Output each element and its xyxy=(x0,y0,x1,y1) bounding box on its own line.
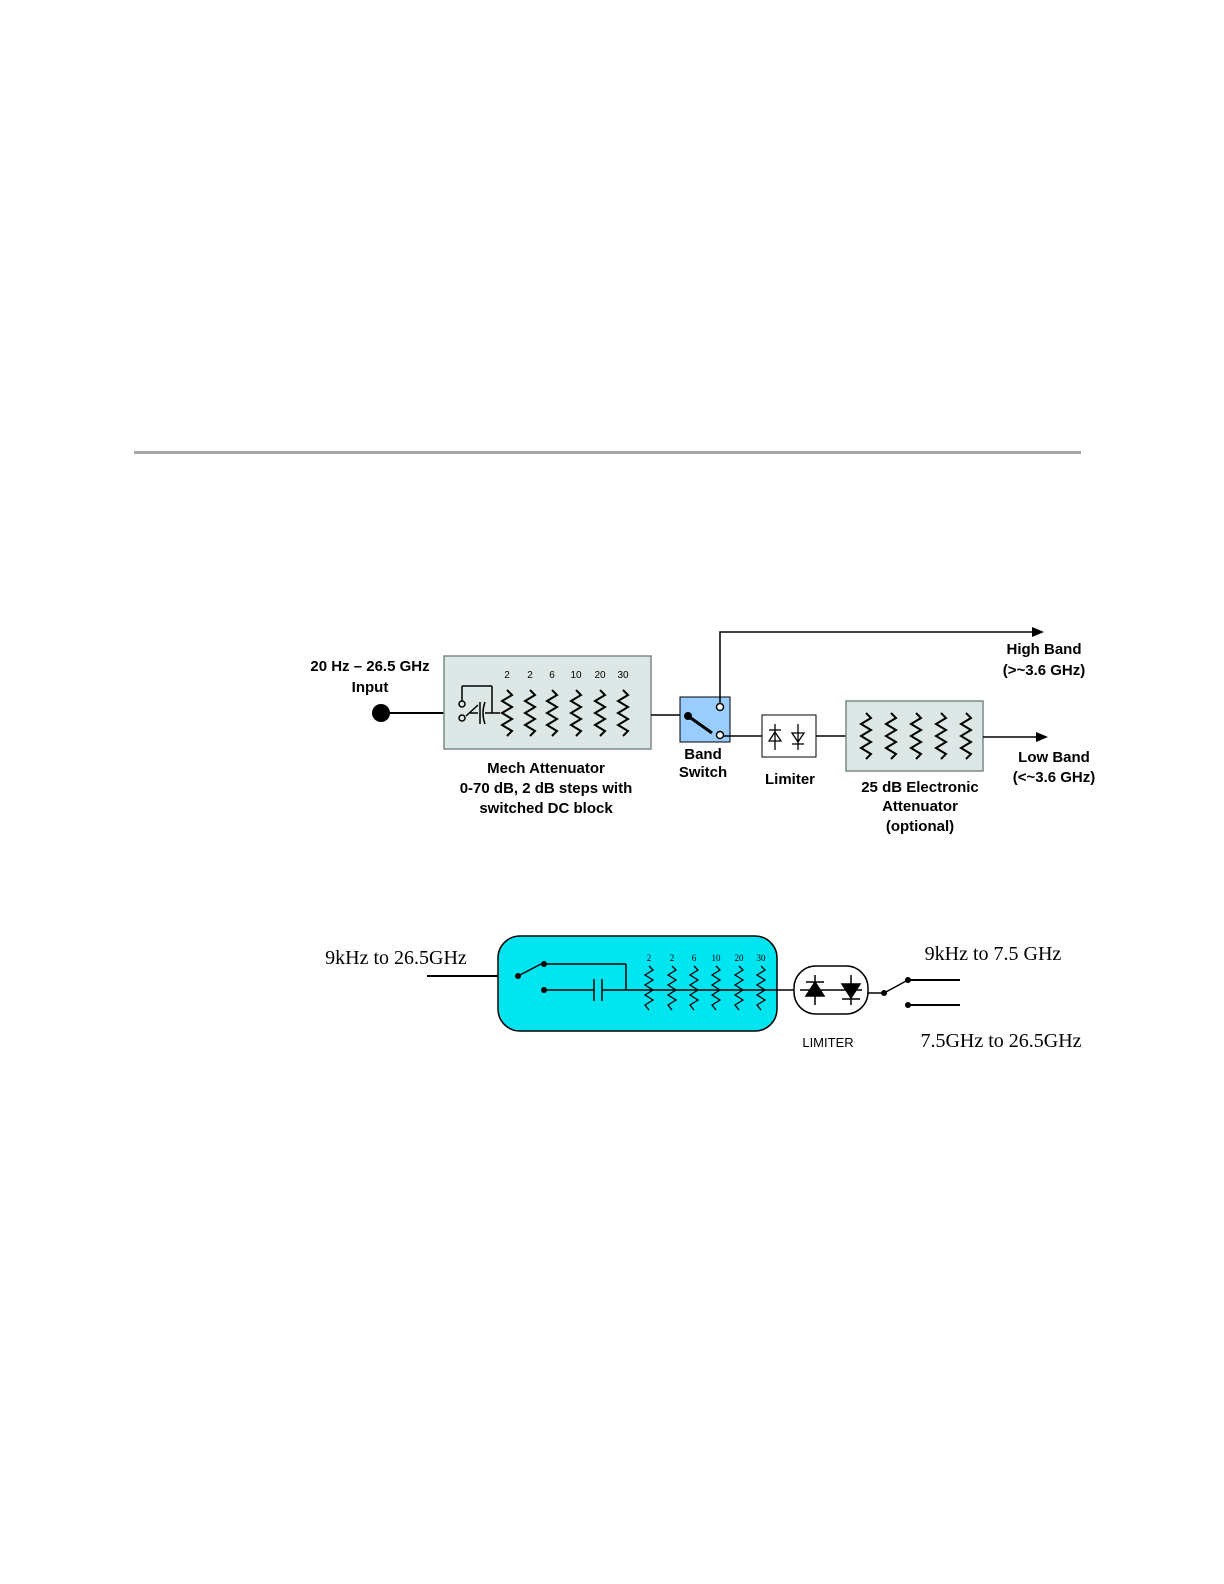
switch-contact-icon xyxy=(541,961,547,967)
high-band-label-line1: High Band xyxy=(1007,641,1082,658)
mech-step-label: 2 xyxy=(504,670,510,681)
mech-step-label: 30 xyxy=(617,670,629,681)
band-switch-label-line2: Switch xyxy=(679,764,727,781)
mech-label-line1: Mech Attenuator xyxy=(487,760,605,777)
bottom-out-low-label: 9kHz to 7.5 GHz xyxy=(925,943,1062,965)
low-band-label-line1: Low Band xyxy=(1018,749,1090,766)
elec-label-line2: Attenuator xyxy=(882,798,958,815)
switch-arm-icon xyxy=(884,980,908,993)
limiter-box xyxy=(762,715,816,757)
bottom-step-label: 2 xyxy=(670,953,675,963)
bottom-out-high-label: 7.5GHz to 26.5GHz xyxy=(920,1030,1081,1052)
input-label-line2: Input xyxy=(352,679,389,696)
low-band-label-line2: (<~3.6 GHz) xyxy=(1013,769,1096,786)
arrow-right-icon xyxy=(1036,732,1048,742)
switch-contact-icon xyxy=(541,987,547,993)
bottom-step-label: 20 xyxy=(735,953,745,963)
mech-label-line2: 0-70 dB, 2 dB steps with xyxy=(460,780,633,797)
limiter-label: Limiter xyxy=(765,771,815,788)
mech-step-label: 10 xyxy=(570,670,582,681)
high-band-label-line2: (>~3.6 GHz) xyxy=(1003,662,1086,679)
top-diagram: 20 Hz – 26.5 GHz Input 2 2 6 10 20 30 xyxy=(310,627,1095,835)
elec-label-line3: (optional) xyxy=(886,818,954,835)
bottom-step-label: 10 xyxy=(712,953,722,963)
high-band-wire xyxy=(720,632,1032,704)
switch-contact-icon xyxy=(717,704,724,711)
switch-pivot-icon xyxy=(515,973,521,979)
bottom-attenuator-box xyxy=(498,936,777,1031)
mech-step-label: 6 xyxy=(549,670,555,681)
bottom-step-label: 30 xyxy=(757,953,767,963)
bottom-step-label: 2 xyxy=(647,953,652,963)
elec-label-line1: 25 dB Electronic xyxy=(861,779,979,796)
band-switch-label-line1: Band xyxy=(684,746,722,763)
input-label-line1: 20 Hz – 26.5 GHz xyxy=(310,658,429,675)
mech-label-line3: switched DC block xyxy=(479,800,613,817)
bottom-limiter-label: LIMITER xyxy=(802,1035,853,1050)
bottom-input-label: 9kHz to 26.5GHz xyxy=(325,947,467,969)
mech-step-label: 20 xyxy=(594,670,606,681)
switch-contact-icon xyxy=(717,732,724,739)
bottom-step-label: 6 xyxy=(692,953,697,963)
arrow-right-icon xyxy=(1032,627,1044,637)
bottom-diagram: 9kHz to 26.5GHz 2 2 6 10 20 30 xyxy=(325,936,1081,1052)
mech-step-label: 2 xyxy=(527,670,533,681)
